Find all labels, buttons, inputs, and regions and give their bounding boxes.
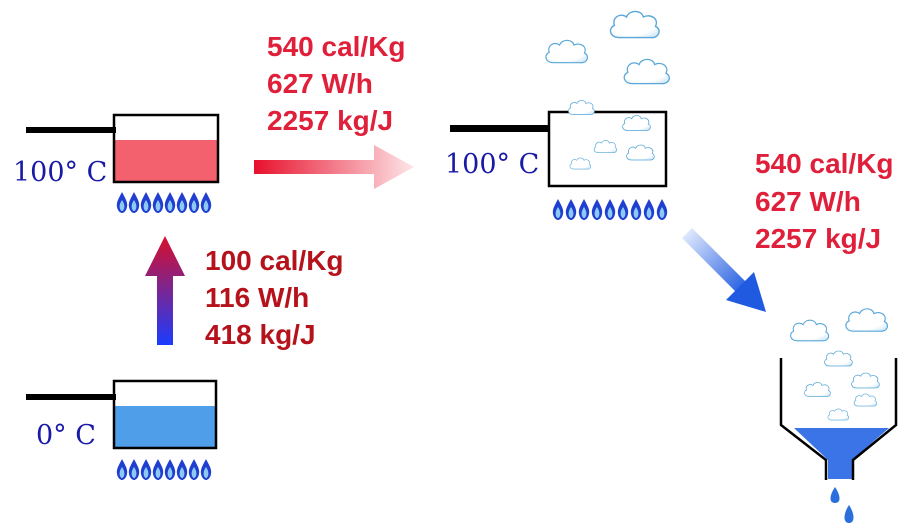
cold-pot-handle xyxy=(26,394,116,400)
condensation-energy-cal: 540 cal/Kg xyxy=(755,148,894,179)
cloud-icon xyxy=(851,372,880,389)
condensation-energy-wh: 627 W/h xyxy=(755,186,861,217)
heating-energy-wh: 116 W/h xyxy=(205,282,309,313)
cloud-icon xyxy=(623,58,671,85)
condensation-arrow-shaft xyxy=(682,228,746,292)
drop-icon xyxy=(844,505,854,523)
condenser-funnel xyxy=(779,308,898,523)
cloud-icon xyxy=(804,382,831,397)
rising-clouds xyxy=(545,10,671,85)
hot-pot-water xyxy=(114,140,218,182)
drop-icon xyxy=(830,487,840,503)
heating-energy-kgj: 418 kg/J xyxy=(205,319,316,350)
funnel-clouds xyxy=(789,308,889,421)
steam-pot xyxy=(450,100,668,220)
condensation-arrow-head xyxy=(726,272,766,312)
hot-pot-body xyxy=(112,113,220,184)
hot-pot xyxy=(26,113,220,213)
steam-cloud-icon xyxy=(568,100,595,115)
funnel-liquid xyxy=(794,428,889,479)
cloud-icon xyxy=(827,408,850,421)
cold-pot-burner xyxy=(116,459,212,480)
hot-temperature-label: 100° C xyxy=(13,157,107,188)
cloud-icon xyxy=(845,308,889,332)
vaporization-energy-cal: 540 cal/Kg xyxy=(267,31,406,62)
cold-pot-body xyxy=(112,379,218,450)
cold-pot-water xyxy=(114,406,216,448)
cloud-icon xyxy=(789,319,830,342)
hot-pot-handle xyxy=(26,127,116,133)
cold-pot xyxy=(26,379,218,480)
cloud-icon xyxy=(609,10,660,39)
steam-temperature-label: 100° C xyxy=(445,149,539,180)
vaporization-energy-kgj: 2257 kg/J xyxy=(267,105,393,136)
hot-pot-burner xyxy=(116,192,212,213)
heating-energy-block: 100 cal/Kg 116 W/h 418 kg/J xyxy=(205,245,344,350)
heating-arrow xyxy=(145,236,185,345)
cloud-icon xyxy=(545,39,589,64)
cold-temperature-label: 0° C xyxy=(36,420,96,451)
vaporization-energy-block: 540 cal/Kg 627 W/h 2257 kg/J xyxy=(267,31,406,136)
cloud-icon xyxy=(824,350,853,367)
steam-pot-burner xyxy=(552,199,668,220)
steam-pot-handle xyxy=(450,125,550,132)
funnel-body xyxy=(779,358,898,480)
condensation-energy-block: 540 cal/Kg 627 W/h 2257 kg/J xyxy=(755,148,894,254)
condensation-energy-kgj: 2257 kg/J xyxy=(755,223,881,254)
cloud-icon xyxy=(853,393,877,407)
vaporization-energy-wh: 627 W/h xyxy=(267,68,373,99)
heating-energy-cal: 100 cal/Kg xyxy=(205,245,344,276)
vaporization-arrow xyxy=(254,145,414,189)
